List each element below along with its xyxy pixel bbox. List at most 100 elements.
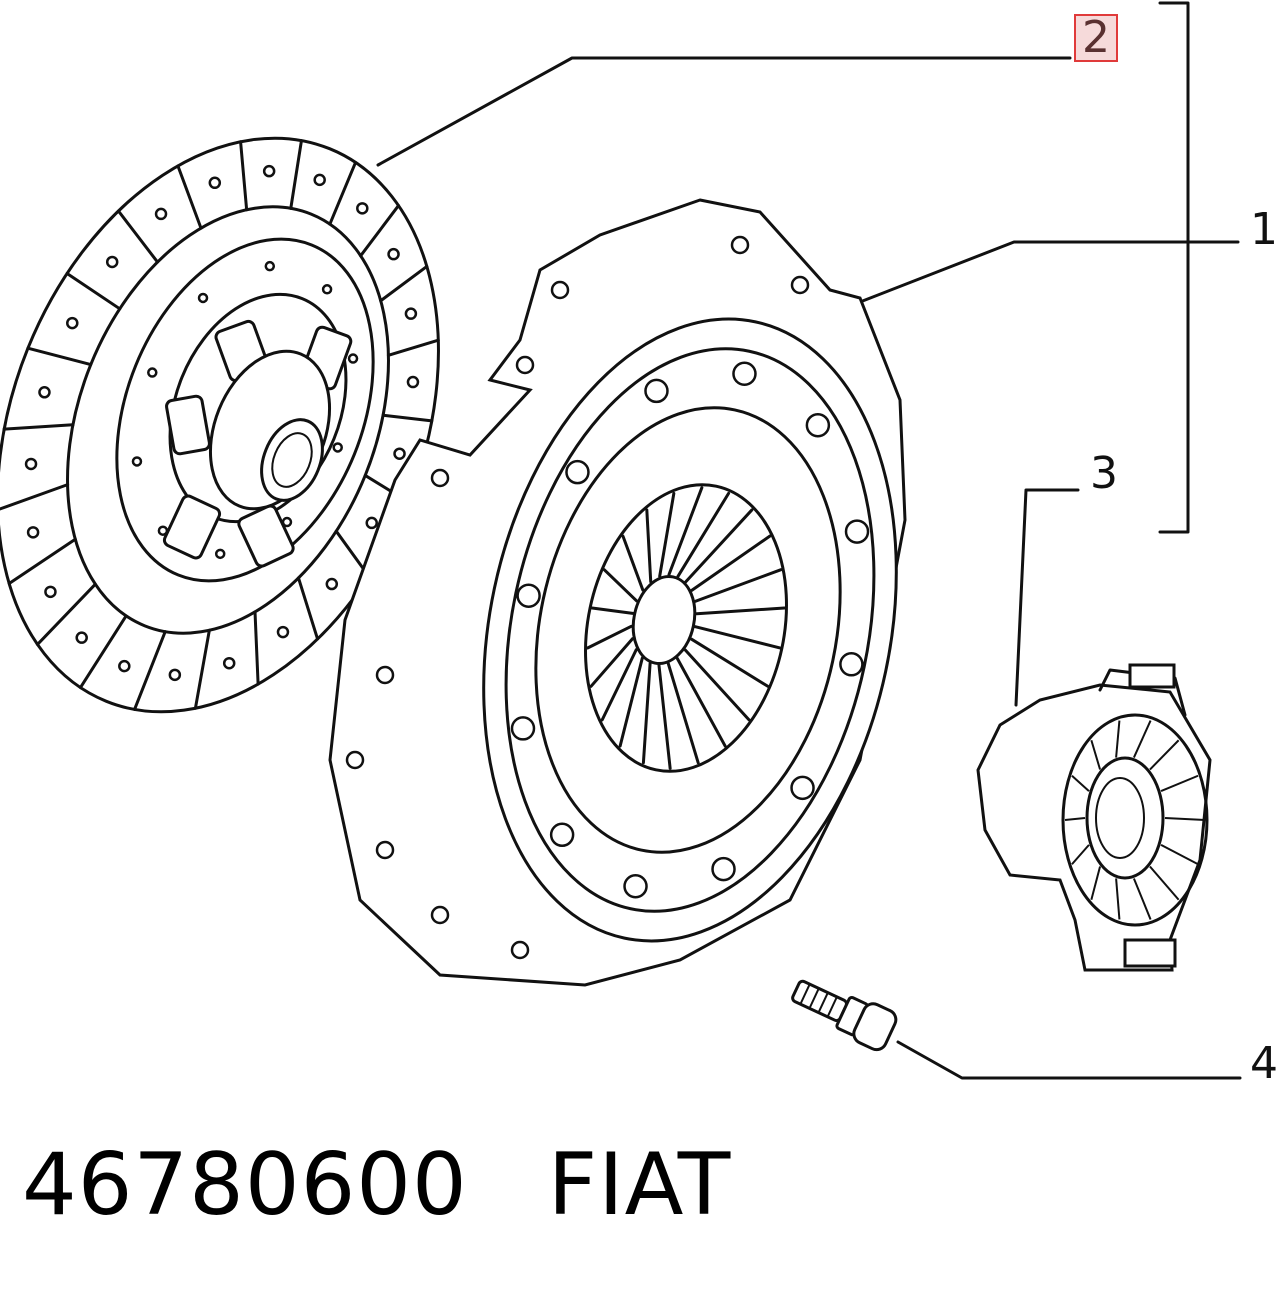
hub-rivet [321, 284, 333, 295]
cover-bolt-hole [839, 652, 864, 677]
flange-hole [430, 905, 450, 925]
rivet [208, 176, 222, 190]
flange-hole [730, 235, 750, 255]
bearing-rib [1164, 817, 1206, 821]
leader-lines [376, 1, 1242, 1080]
bolt [791, 979, 898, 1052]
flange-hole [345, 750, 365, 770]
diaphragm-finger [675, 656, 727, 748]
bearing-rib [1160, 774, 1199, 793]
release-bearing [976, 663, 1212, 972]
diaphragm-finger [690, 534, 772, 592]
hub-rivet [131, 456, 143, 467]
diaphragm-finger [694, 568, 783, 603]
rivet [38, 386, 51, 399]
friction-segment-line [359, 204, 401, 258]
bearing-rib [1149, 865, 1180, 901]
diaphragm-finger [666, 662, 700, 765]
diaphragm-finger [600, 648, 638, 722]
diaphragm-finger [676, 491, 731, 578]
cover-bolt-hole [565, 459, 590, 485]
diaphragm-finger [689, 637, 770, 688]
diaphragm-finger [586, 624, 633, 650]
rivet [262, 164, 276, 178]
bearing-rib [1132, 720, 1152, 758]
cover-bolt-hole [805, 412, 831, 438]
friction-segment-line [328, 160, 358, 226]
rivet [325, 577, 339, 591]
callout-3: 3 [1090, 448, 1118, 499]
friction-segment-line [116, 209, 160, 264]
bearing-rib [1071, 775, 1090, 792]
cover-bolt-hole [623, 874, 648, 899]
diaphragm-finger [658, 491, 676, 578]
diaphragm-finger [684, 508, 754, 584]
cover-bolt-hole [732, 361, 757, 386]
rivet [276, 625, 290, 639]
friction-segment-line [7, 537, 77, 586]
hub-rivet [332, 442, 343, 453]
friction-segment-line [26, 346, 93, 367]
friction-segment-line [386, 338, 440, 357]
pressure-plate [328, 198, 907, 987]
rivet [66, 316, 79, 330]
brand-name: FIAT [547, 1135, 732, 1235]
diaphragm-finger [641, 662, 652, 765]
callout-2: 2 [1074, 14, 1118, 62]
rivet [105, 255, 119, 269]
hub-rivet [347, 353, 359, 364]
rivet [26, 526, 40, 539]
friction-segment-line [2, 423, 75, 431]
friction-segment-line [176, 164, 203, 230]
rivet [44, 585, 57, 599]
friction-segment-line [65, 271, 122, 311]
bearing-rib [1132, 878, 1152, 920]
diaphragm-finger [693, 625, 782, 650]
friction-segment-line [296, 576, 320, 641]
diaphragm-finger [618, 656, 644, 748]
friction-segment-line [253, 610, 260, 686]
diaphragm-finger [589, 637, 634, 688]
flange-hole [375, 665, 395, 685]
diaphragm-finger [667, 486, 704, 577]
cover-bolt-hole [510, 716, 536, 741]
callout-4: 4 [1250, 1038, 1278, 1089]
friction-segment-line [133, 630, 167, 711]
hub-rivet [214, 548, 226, 560]
rivet [313, 173, 326, 187]
bearing-rib [1115, 720, 1121, 758]
bearing-rib [1115, 878, 1121, 920]
hub-rivet [197, 292, 209, 304]
rivet [387, 247, 400, 261]
cover-bolt-hole [711, 856, 736, 882]
friction-segment-line [381, 413, 434, 423]
rivet [393, 447, 406, 460]
hub-rivet [147, 367, 158, 378]
friction-segment-line [0, 483, 70, 511]
friction-segment-line [35, 582, 97, 646]
diaphragm-finger [602, 568, 639, 603]
rivet [356, 202, 369, 215]
bearing-rib [1071, 844, 1090, 865]
flange-hole [550, 280, 570, 300]
rivet [222, 656, 236, 670]
hub-rivet [264, 260, 276, 272]
rivet [365, 516, 378, 530]
flange-hole [510, 940, 530, 960]
cover-bolt-hole [549, 822, 575, 848]
diaphragm-finger [657, 663, 672, 770]
cover-bolt-hole [644, 378, 669, 404]
diaphragm-finger [683, 648, 751, 722]
rivet [168, 668, 182, 682]
friction-segment-line [78, 614, 128, 690]
flange-hole [430, 468, 450, 488]
part-number: 46780600 [22, 1135, 468, 1235]
diaphragm-finger [695, 606, 786, 616]
cover-bolt-hole [844, 519, 870, 544]
friction-segment-line [193, 628, 211, 710]
diaphragm-finger [621, 534, 645, 592]
diaphragm-finger [645, 508, 653, 584]
rivet [118, 659, 131, 673]
rivet [24, 457, 38, 471]
